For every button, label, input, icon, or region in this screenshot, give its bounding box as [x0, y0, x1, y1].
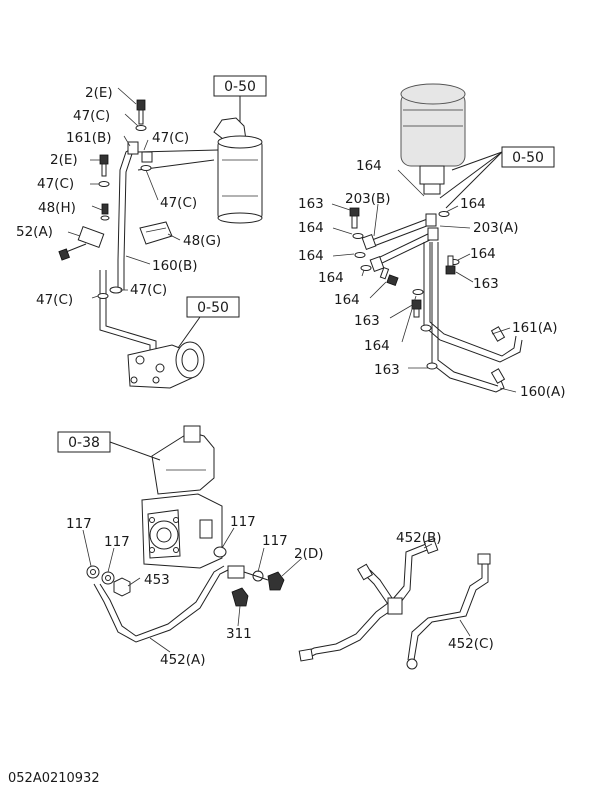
drawing-code: 052A0210932 — [8, 771, 100, 786]
bolt-2e-top — [135, 99, 147, 131]
clamp-48h — [77, 203, 110, 248]
washer-47c-low — [97, 286, 123, 299]
clamp-48g — [139, 221, 173, 245]
label-r-164-5: 164 — [470, 246, 496, 262]
label-160b: 160(B) — [152, 258, 198, 274]
top-left-assembly: 0-50 — [58, 75, 267, 389]
label-r-164-6: 164 — [318, 270, 344, 286]
label-161a: 161(A) — [512, 320, 558, 336]
label-47c-2: 47(C) — [152, 130, 189, 146]
bolt-52a — [58, 243, 87, 261]
label-311: 311 — [226, 626, 252, 642]
label-r-163-2: 163 — [473, 276, 499, 292]
label-r-164-8: 164 — [364, 338, 390, 354]
label-47c-1: 47(C) — [73, 108, 110, 124]
label-r-164-3: 164 — [298, 220, 324, 236]
bolt-163-right — [445, 255, 456, 275]
label-452c: 452(C) — [448, 636, 494, 652]
label-2e-mid: 2(E) — [50, 152, 78, 168]
union-fitting-top — [127, 141, 153, 171]
label-161b: 161(B) — [66, 130, 112, 146]
ref-box-compressor-left: 0-50 — [177, 296, 240, 349]
svg-text:0-50: 0-50 — [224, 79, 256, 95]
label-48h: 48(H) — [38, 200, 76, 216]
label-47c-3: 47(C) — [37, 176, 74, 192]
label-r-164-1: 164 — [356, 158, 382, 174]
label-2d: 2(D) — [294, 546, 324, 562]
label-r-163-3: 163 — [354, 313, 380, 329]
label-b-117-2: 117 — [104, 534, 130, 550]
bottom-left-assembly: 0-38 — [57, 425, 303, 653]
air-dryer-filter-left — [213, 117, 263, 224]
label-452b: 452(B) — [396, 530, 442, 546]
pipe-452b — [298, 538, 439, 662]
bolt-163-low — [411, 299, 422, 318]
bolt-163-left — [349, 207, 360, 229]
label-b-117-1: 117 — [66, 516, 92, 532]
label-47c-5: 47(C) — [130, 282, 167, 298]
label-b-117-4: 117 — [262, 533, 288, 549]
ref-box-compressor-bottom: 0-38 — [57, 431, 161, 461]
pipe-452c — [406, 553, 491, 670]
label-203b: 203(B) — [345, 191, 391, 207]
svg-text:0-50: 0-50 — [197, 300, 229, 316]
bolt-2e-mid — [98, 154, 110, 187]
bolt-163-mid — [379, 266, 399, 286]
label-160a: 160(A) — [520, 384, 566, 400]
label-r-164-4: 164 — [298, 248, 324, 264]
ref-box-filter-left: 0-50 — [213, 75, 267, 122]
air-dryer-right — [400, 83, 466, 195]
label-48g: 48(G) — [183, 233, 221, 249]
svg-text:0-50: 0-50 — [512, 150, 544, 166]
svg-text:0-38: 0-38 — [68, 435, 100, 451]
label-2e-top: 2(E) — [85, 85, 113, 101]
label-r-164-2: 164 — [460, 196, 486, 212]
top-right-assembly: 0-50 — [331, 83, 555, 393]
ref-box-filter-right: 0-50 — [439, 146, 555, 209]
label-r-163-1: 163 — [298, 196, 324, 212]
label-453: 453 — [144, 572, 170, 588]
label-52a: 52(A) — [16, 224, 53, 240]
label-203a: 203(A) — [473, 220, 519, 236]
compressor-left — [127, 341, 205, 389]
compressor-bottom — [141, 425, 223, 569]
label-47c-6: 47(C) — [36, 292, 73, 308]
label-r-164-7: 164 — [334, 292, 360, 308]
label-r-163-4: 163 — [374, 362, 400, 378]
label-b-117-3: 117 — [230, 514, 256, 530]
label-47c-4: 47(C) — [160, 195, 197, 211]
label-452a: 452(A) — [160, 652, 206, 668]
